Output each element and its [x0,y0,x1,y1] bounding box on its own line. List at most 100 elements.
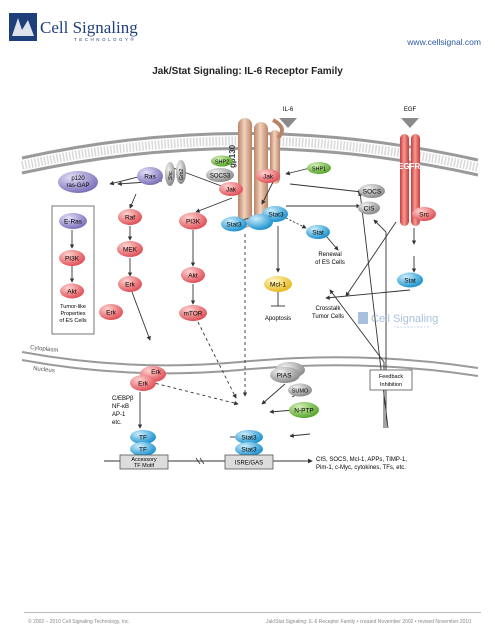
socs-label: SOCS [363,189,382,196]
node-jak-left: Jak [219,182,243,196]
node-akt-box: Akt [60,283,84,299]
ras-label: Ras [144,174,156,181]
feedback-line-2: Inhibition [380,382,402,388]
cis-label: CIS [364,206,376,213]
pias-label: PIAS [277,373,292,380]
stat3-dimer-2-label: Stat3 [226,222,242,229]
nuclear-membrane [21,351,479,377]
shp2-label: SHP2 [215,160,229,166]
raf-label: Raf [125,215,135,222]
node-stat3-dimer: Stat3 [247,206,288,230]
src-label: Src [419,212,430,219]
egf-label: EGF [404,107,417,113]
renewal-line-2: of ES Cells [315,260,345,266]
sumo-label: SUMO [292,389,309,395]
tf-list-line-2: NF-κB [112,404,129,410]
il6-ligand-icon [279,118,297,128]
node-mtor: mTOR [179,305,207,321]
isre-gas-box: ISRE/GAS [224,454,274,470]
node-src: Src [412,207,436,221]
egfr-receptor: EGFR [398,134,420,226]
node-akt: Akt [181,267,205,283]
jak-left-label: Jak [226,187,237,194]
node-grb2: Grb2 [176,160,186,184]
akt-box-label: Akt [67,289,77,296]
node-socs3: SOCS3 [206,168,234,182]
crosstalk-line-2: Tumor Cells [312,314,344,320]
tf-list-line-3: AP-1 [112,412,126,418]
node-erk-nuc-2: Erk [130,375,156,391]
node-pi3k: PI3K [179,212,207,230]
nucleus-label: Nucleus [33,366,55,374]
node-pi3k-box: PI3K [59,250,85,266]
node-stat-src: Stat [397,272,423,288]
erk-nuc-2-label: Erk [138,381,149,388]
cytoplasm-label: Cytoplasm [30,345,59,354]
tf-list-line-4: etc. [112,420,122,426]
node-raf: Raf [118,209,142,225]
egfr-label: EGFR [398,162,420,171]
tumor-line-1: Tumor-like [60,304,86,310]
gp130-label: gp130 [228,144,237,168]
node-socs: SOCS [359,184,385,198]
footer-credits: Jak/Stat Signaling: IL-6 Receptor Family… [266,619,471,625]
il6-label: IL-6 [283,107,294,113]
footer-divider [24,612,481,613]
website-link[interactable]: www.cellsignal.com [407,37,481,47]
pi3k-box-label: PI3K [65,256,80,263]
node-stat3-nuc-1: Stat3 [235,430,263,444]
node-erk: Erk [118,276,142,292]
node-shp2: SHP2 [211,155,233,167]
mcl1-label: Mcl-1 [270,282,286,289]
node-stat-renewal: Stat [306,225,330,239]
watermark-logo: Cell Signaling TECHNOLOGY® [358,312,438,329]
node-jak-right: Jak [256,169,280,183]
node-ras: Ras [137,167,163,185]
node-mek: MEK [117,241,143,257]
grb2-label: Grb2 [179,169,185,180]
tf1-label: TF [139,435,147,442]
node-shp1: SHP1 [307,162,331,174]
crosstalk-line-1: Crosstalk [315,306,341,312]
node-erk-left: Erk [99,304,123,320]
renewal-label: Renewal of ES Cells [315,252,345,266]
isre-label: ISRE/GAS [235,461,263,467]
node-tf-2: TF [130,442,156,456]
mtor-label: mTOR [183,311,202,318]
pi3k-label: PI3K [186,219,201,226]
node-sumo: SUMO [288,383,312,397]
erk-left-label: Erk [106,310,117,317]
p120-line-1: p120 [71,176,85,182]
erk-nuc-1-label: Erk [151,369,162,376]
node-eras: E-Ras [59,213,87,229]
erk-label: Erk [125,282,136,289]
logo-subtext: TECHNOLOGY® [74,37,137,42]
footer-copyright: © 2002 – 2010 Cell Signaling Technology,… [28,619,130,625]
watermark-text: Cell Signaling [371,313,438,325]
targets-line-1: CIS, SOCS, Mcl-1, APPs, TIMP-1, [316,457,407,463]
node-nptp: N-PTP [289,402,319,418]
node-mcl1: Mcl-1 [264,276,292,292]
nptp-label: N-PTP [294,408,314,415]
jak-right-label: Jak [263,174,274,181]
stat3-dimer-1-label: Stat3 [268,212,284,219]
company-logo [9,13,37,41]
logo-text: Cell Signaling [40,18,138,37]
tf2-label: TF [139,447,147,454]
node-stat3-nuc-2: Stat3 [235,442,263,456]
eras-box [51,205,95,335]
mek-label: MEK [123,247,138,254]
socs3-label: SOCS3 [210,174,231,180]
apoptosis-label: Apoptosis [265,316,291,322]
renewal-line-1: Renewal [318,252,341,258]
page-title: Jak/Stat Signaling: IL-6 Receptor Family [152,66,343,77]
targets-line-2: Pim-1, c-Myc, cytokines, TFs, etc. [316,465,406,471]
eras-label: E-Ras [64,219,83,226]
